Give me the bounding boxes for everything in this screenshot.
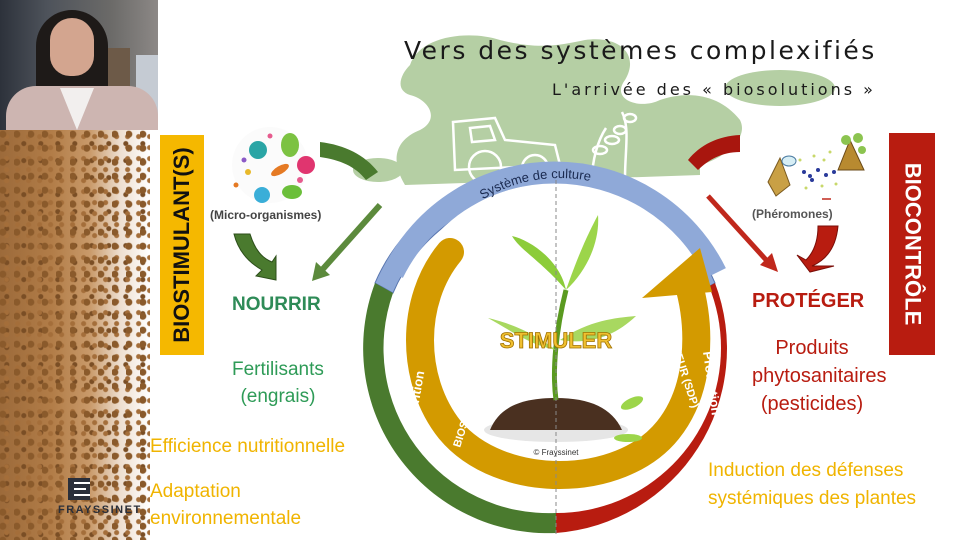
action-nourrir: NOURRIR	[232, 294, 321, 315]
ring-segment-nutrition	[363, 283, 556, 534]
sage-blob-background	[353, 35, 835, 186]
product-line3: (pesticides)	[760, 393, 864, 415]
benefit-efficience: Efficience nutritionnelle	[150, 436, 346, 457]
soil-texture-image	[0, 130, 150, 540]
product-fertilisants-line2: (engrais)	[240, 386, 316, 407]
slide-title: Vers des systèmes complexifiés	[404, 36, 877, 65]
microorganisms-caption: (Micro-organismes)	[210, 208, 322, 222]
benefit-induction: Induction des défenses systémiques des p…	[708, 457, 916, 513]
benefit-adaptation-line1: Adaptation	[150, 481, 241, 502]
product-line1: Produits	[775, 337, 849, 359]
action-proteger: PROTÉGER	[752, 290, 865, 312]
gold-arrow-head	[642, 248, 712, 298]
plant-sprout-icons	[590, 111, 638, 181]
pheromones-caption: (Phéromones)	[752, 207, 833, 221]
frayssinet-logo-icon	[68, 478, 90, 500]
left-curved-arrow	[320, 142, 378, 180]
benefit-adaptation: Adaptation environnementale	[150, 478, 301, 532]
right-diagonal-arrow	[706, 194, 778, 272]
benefit-adaptation-line2: environnementale	[150, 508, 302, 529]
frayssinet-logo-text: FRAYSSINET	[58, 504, 142, 516]
product-phytosanitaires: Produits phytosanitaires (pesticides)	[752, 334, 887, 418]
product-line2: phytosanitaires	[752, 365, 887, 387]
biostimulants-banner-label: BIOSTIMULANT(S)	[169, 147, 194, 343]
pheromones-image	[767, 133, 866, 200]
biocontrole-banner-label: BIOCONTRÔLE	[900, 162, 925, 326]
product-fertilisants-line1: Fertilisants	[232, 359, 324, 380]
webcam-video-feed[interactable]	[0, 0, 158, 130]
right-down-arrow	[796, 225, 839, 273]
product-fertilisants: Fertilisants (engrais)	[232, 356, 324, 410]
copyright-label: © Frayssinet	[533, 448, 579, 457]
ring-top-band	[383, 161, 726, 278]
right-curved-arrow	[688, 135, 740, 170]
gold-cycle-arrow	[406, 238, 711, 489]
left-down-arrow	[233, 233, 277, 281]
presenter-face	[50, 18, 94, 76]
biostimulants-banner: BIOSTIMULANT(S)	[160, 135, 204, 355]
slide-subtitle: L'arrivée des « biosolutions »	[552, 80, 876, 99]
benefit-induction-line1: Induction des défenses	[708, 460, 904, 481]
microorganisms-image	[232, 127, 315, 203]
left-diagonal-arrow	[312, 203, 383, 281]
benefit-induction-line2: systémiques des plantes	[708, 488, 917, 509]
center-label-stimuler: STIMULER	[500, 328, 613, 353]
biocontrole-banner: BIOCONTRÔLE	[889, 133, 935, 355]
